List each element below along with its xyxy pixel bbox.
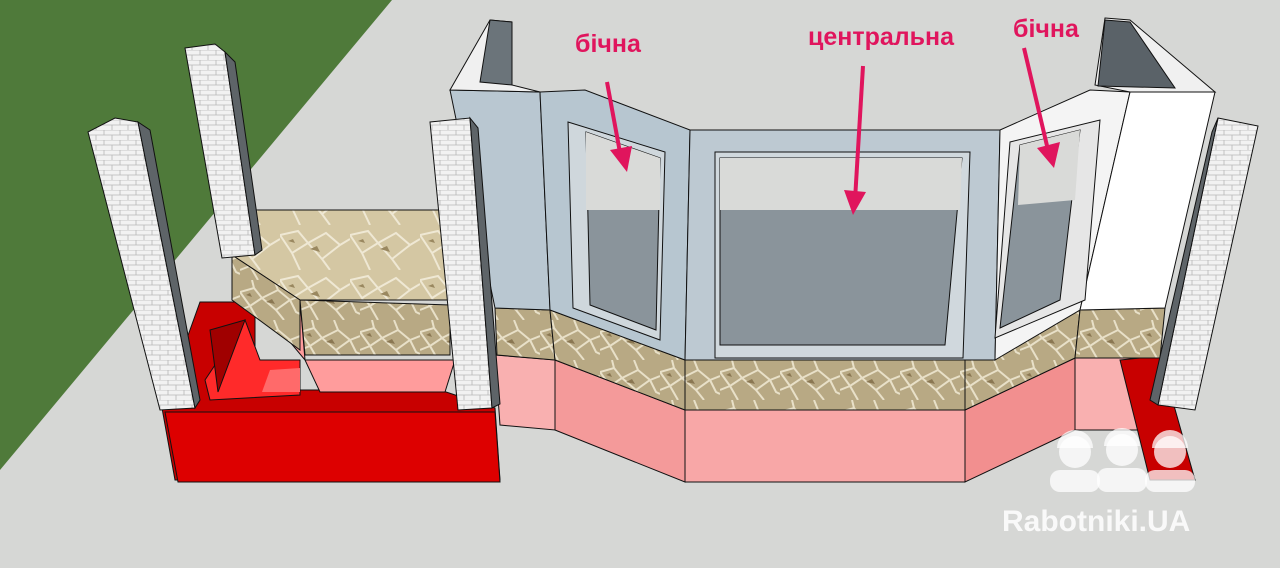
left-side-window bbox=[567, 121, 666, 341]
central-label: центральна bbox=[808, 23, 955, 51]
porch-floor-front bbox=[299, 299, 451, 356]
porch-floor-edge bbox=[231, 254, 301, 351]
brick-pillar-2 bbox=[184, 43, 263, 259]
brick-pillar-1 bbox=[87, 117, 201, 411]
right-side-arrow bbox=[1022, 47, 1060, 168]
left-side-label: бічна bbox=[575, 30, 642, 58]
right-side-window bbox=[994, 119, 1101, 339]
bay-plinth bbox=[494, 354, 1196, 483]
right-side-label: бічна bbox=[1013, 15, 1080, 43]
watermark-workers-icon bbox=[1050, 428, 1195, 492]
left-side-arrow bbox=[605, 81, 632, 172]
central-arrow bbox=[844, 65, 866, 215]
brick-pillar-3 bbox=[429, 116, 501, 411]
watermark-text: Rabotniki.UA bbox=[1002, 505, 1190, 538]
stone-band bbox=[494, 307, 1166, 411]
grass-lawn bbox=[0, 0, 392, 470]
brick-pillar-4 bbox=[1149, 117, 1259, 411]
central-window bbox=[714, 151, 971, 359]
